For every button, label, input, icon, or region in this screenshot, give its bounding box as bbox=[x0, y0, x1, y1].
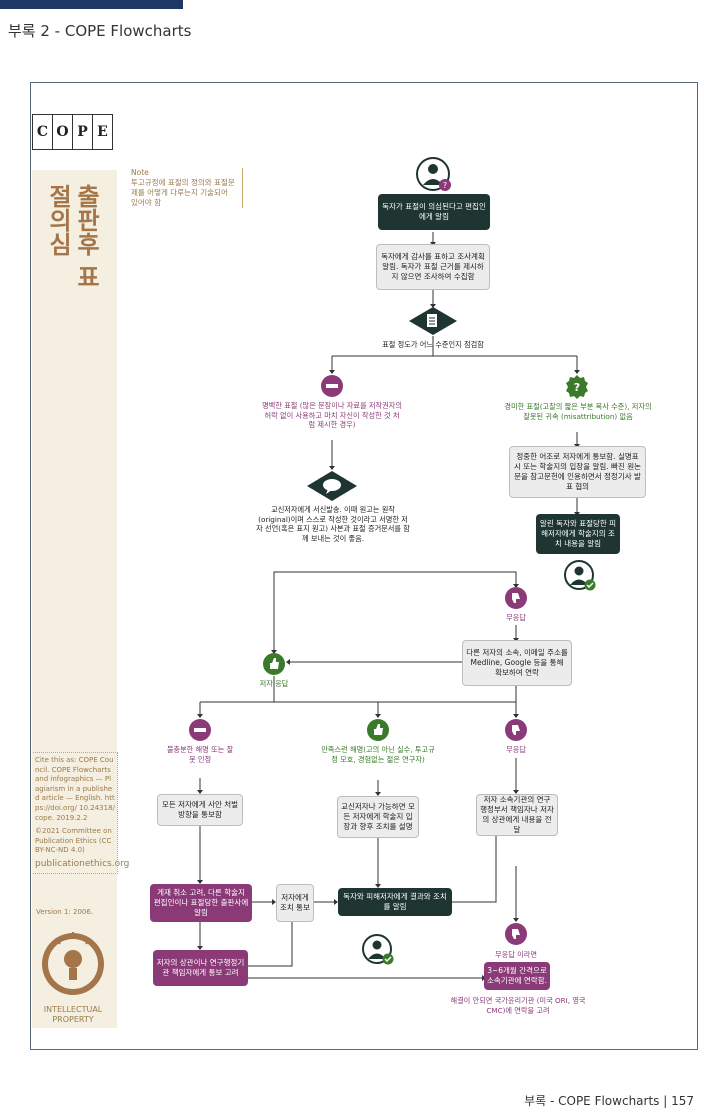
note-heading: Note bbox=[131, 168, 149, 177]
ip-label: INTELLECTUAL PROPERTY bbox=[43, 1005, 103, 1024]
minus-circle-icon bbox=[321, 375, 343, 397]
logo-letter: C bbox=[32, 114, 53, 150]
node-contact-coauthors: 다른 저자의 소속, 이메일 주소를 Medline, Google 등을 통해… bbox=[462, 640, 572, 686]
logo-letter: E bbox=[93, 114, 113, 150]
svg-text:?: ? bbox=[443, 181, 447, 190]
node-reader-notifies: 독자가 표절이 의심된다고 편집인에게 알림 bbox=[378, 194, 490, 230]
document-diamond-icon bbox=[409, 307, 457, 335]
question-badge-icon: ? bbox=[566, 375, 588, 399]
node-contact-periodically: 3~6개월 간격으로 소속기관에 연락함. bbox=[484, 962, 550, 990]
cope-logo: C O P E bbox=[32, 114, 114, 150]
node-explain-position: 교신저자나 가능하면 모든 저자에게 학술지 입장과 향후 조치를 설명 bbox=[337, 796, 419, 838]
copyright-text: ©2021 Committee on Publication Ethics (C… bbox=[35, 827, 112, 855]
node-contact-institution: 저자 소속기관의 연구 행정부서 책임자나 저자의 상관에게 내용을 전달 bbox=[476, 794, 558, 836]
label-no-response-2: 무응답 bbox=[506, 745, 526, 754]
node-notify-author-action: 저자에게 조치 통보 bbox=[276, 884, 314, 922]
thumbs-down-icon bbox=[505, 587, 527, 609]
node-notify-author-politely: 정중한 어조로 저자에게 통보함. 실명표시 또는 학술지의 입장을 알림. 빠… bbox=[509, 446, 646, 498]
note-text: 투고규정에 표절의 정의와 표절문제를 어떻게 다루는지 기술되어 있어야 함 bbox=[131, 178, 235, 207]
node-consider-retraction: 게재 취소 고려, 다른 학술지 편집인이나 표절당한 출판사에 알림 bbox=[150, 884, 252, 922]
thumbs-down-icon bbox=[505, 923, 527, 945]
cite-block: Cite this as: COPE Council. COPE Flowcha… bbox=[33, 752, 130, 874]
thumbs-down-icon bbox=[505, 719, 527, 741]
node-notify-superior: 저자의 상관이나 연구행정기관 책임자에게 통보 고려 bbox=[153, 950, 248, 986]
thumbs-up-icon bbox=[263, 653, 285, 675]
resolved-user-icon bbox=[564, 560, 596, 591]
logo-letter: P bbox=[73, 114, 93, 150]
minus-circle-icon bbox=[189, 719, 211, 741]
speech-diamond-icon bbox=[307, 471, 357, 501]
page-footer: 부록 - COPE Flowcharts | 157 bbox=[524, 1094, 694, 1108]
version-text: Version 1: 2006. bbox=[36, 908, 94, 916]
node-clear-plagiarism: 명백한 표절 (많은 문장이나 자료를 저작권자의 허락 없이 사용하고 마치 … bbox=[262, 401, 402, 429]
sidebar-panel bbox=[32, 170, 117, 1028]
node-satisfactory: 만족스런 해명(고의 아닌 실수, 투고규정 모호, 경험없는 젊은 연구자) bbox=[321, 745, 435, 764]
node-contact-national-body: 해결이 안되면 국가윤리기관 (미국 ORI, 영국 CMC)에 연락을 고려 bbox=[450, 996, 586, 1015]
node-check-extent: 표절 정도가 어느 수준인지 점검함 bbox=[382, 340, 484, 349]
logo-letter: O bbox=[53, 114, 73, 150]
cite-text[interactable]: Cite this as: COPE Council. COPE Flowcha… bbox=[35, 756, 115, 822]
flowchart-frame bbox=[30, 82, 698, 1050]
node-letter-corresponding: 교신저자에게 서신발송. 이때 원고는 원작(original)이며 스스로 작… bbox=[256, 505, 410, 543]
reader-question-icon: ? bbox=[416, 157, 451, 191]
label-no-response-1: 무응답 bbox=[506, 613, 526, 622]
site-link[interactable]: publicationethics.org bbox=[35, 858, 130, 869]
note-block: Note 투고규정에 표절의 정의와 표절문제를 어떻게 다루는지 기술되어 있… bbox=[131, 168, 243, 208]
label-author-reply: 저자 응답 bbox=[259, 679, 289, 688]
intellectual-property-icon bbox=[42, 932, 104, 995]
label-if-no-response: 무응답 이라면 bbox=[495, 950, 537, 959]
node-unsatisfactory: 불충분한 해명 또는 잘못 인정 bbox=[166, 745, 234, 764]
node-notify-all-authors: 모든 저자에게 사안 처벌방향을 통보함 bbox=[157, 794, 243, 826]
page-header: 부록 2 - COPE Flowcharts bbox=[8, 22, 192, 40]
top-accent-bar bbox=[0, 0, 183, 9]
resolved-user-icon bbox=[362, 934, 394, 965]
node-minor-plagiarism: 경미한 표절(고찰의 짧은 부분 복사 수준), 저자의 잘못된 귀속 (mis… bbox=[504, 402, 652, 421]
node-inform-reader: 알린 독자와 표절당한 피해저자에게 학술지의 조치 내용을 알림 bbox=[536, 514, 620, 554]
vertical-title: 출판후 표절의심 bbox=[44, 184, 100, 289]
node-thank-reader: 독자에게 감사를 표하고 조사계획 알림. 독자가 표절 근거를 제시하지 않으… bbox=[376, 244, 490, 290]
svg-text:?: ? bbox=[574, 381, 580, 394]
node-inform-outcome: 독자와 피해저자에게 결과와 조치를 알림 bbox=[338, 888, 452, 916]
thumbs-up-icon bbox=[367, 719, 389, 741]
